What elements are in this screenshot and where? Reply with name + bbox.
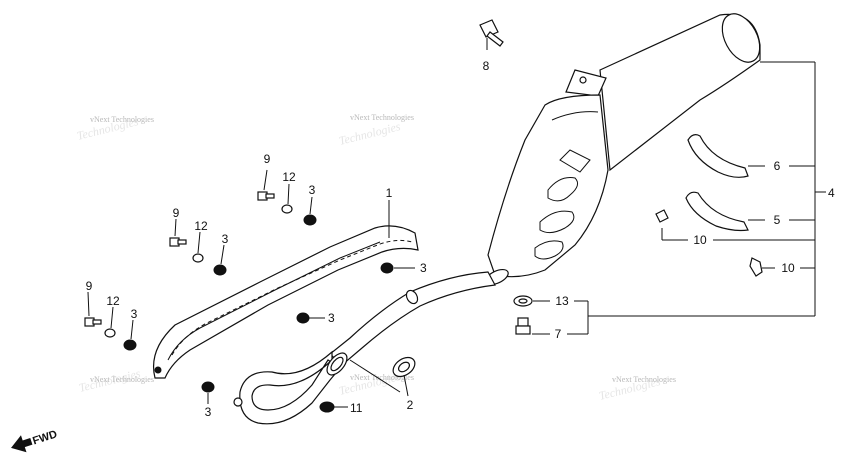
callout-3f: 3 [205,405,212,419]
fwd-arrow-icon [10,435,33,453]
callout-7: 7 [555,327,562,341]
leader-lines [87,38,826,408]
callout-3a: 3 [309,183,316,197]
callouts: 8 1 9 12 3 9 12 3 9 12 3 3 3 3 11 2 4 6 … [86,59,835,419]
watermark-text: vNext Technologies [90,375,154,384]
callout-2: 2 [407,398,414,412]
exhaust-gasket [392,356,416,378]
watermark-text: vNext Technologies [612,375,676,384]
muffler-bands [685,134,749,232]
callout-12c: 12 [106,294,120,308]
fwd-indicator: FWD [10,428,59,453]
callout-13: 13 [555,294,569,308]
watermark-text: vNext Technologies [90,115,154,124]
heat-protector [153,225,419,379]
exhaust-pipe [233,271,496,425]
callout-11: 11 [350,401,363,415]
callout-12b: 12 [194,219,208,233]
callout-5: 5 [774,213,781,227]
callout-3e: 3 [328,311,335,325]
svg-text:Technologies: Technologies [337,119,402,148]
muffler-assembly [485,13,761,286]
callout-4: 4 [828,186,835,200]
callout-10b: 10 [781,261,795,275]
callout-8: 8 [483,59,490,73]
callout-3b: 3 [222,232,229,246]
callout-9c: 9 [86,279,93,293]
watermark-text: vNext Technologies [350,373,414,382]
callout-9a: 9 [264,152,271,166]
callout-10a: 10 [693,233,707,247]
callout-12a: 12 [282,170,296,184]
fwd-label: FWD [31,428,59,447]
callout-3d: 3 [420,261,427,275]
callout-9b: 9 [173,206,180,220]
watermark-text: vNext Technologies [350,113,414,122]
callout-6: 6 [774,159,781,173]
callout-3c: 3 [131,307,138,321]
callout-1: 1 [386,186,393,200]
